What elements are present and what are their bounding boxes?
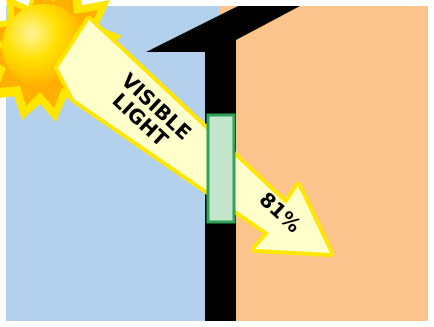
window-pane-icon <box>208 115 234 222</box>
interior-background <box>220 6 428 321</box>
